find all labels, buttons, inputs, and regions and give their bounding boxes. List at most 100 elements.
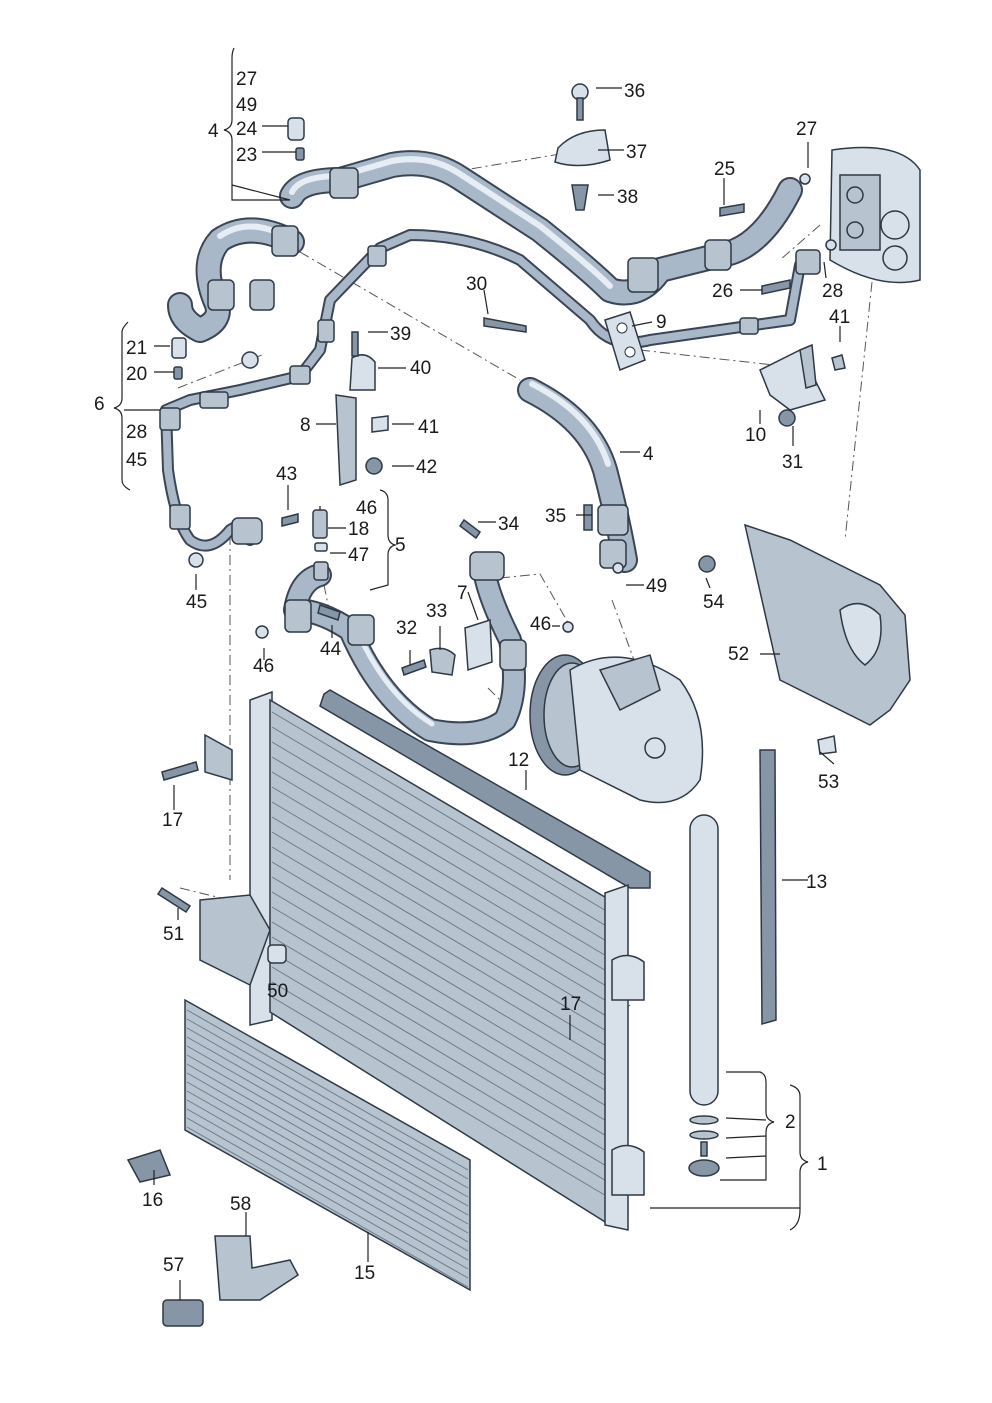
evaporator-flange [799,146,921,284]
part-label-l13: 13 [806,872,827,893]
part-label-l12: 12 [508,750,529,771]
part-label-l46b: 46 [530,614,551,635]
small-brackets [126,1149,299,1327]
part-label-l4a: 4 [208,121,219,142]
condenser-fin [271,996,609,1198]
hose-assembly-5 [283,551,527,746]
part-label-l54: 54 [703,592,725,613]
air-guide-fin [186,1099,469,1261]
suction-hose-4 [167,150,803,343]
condenser-fin [271,966,609,1168]
air-guide-fin [186,1027,469,1189]
part-label-l45a: 45 [126,450,147,471]
part-label-l27a: 27 [236,69,257,90]
condenser-fin [271,816,609,1018]
condenser-fin [271,936,609,1138]
condenser-fin [271,771,609,973]
seal-strips [319,689,777,1025]
condenser-fin [271,861,609,1063]
condenser-fin [271,906,609,1108]
air-guide-fin [186,1081,469,1243]
part-label-l31: 31 [782,452,803,473]
part-label-l32: 32 [396,618,417,639]
part-label-l21: 21 [126,338,147,359]
condenser-fin [271,801,609,1003]
part-label-l18: 18 [348,519,369,540]
part-label-l49a: 49 [236,95,257,116]
part-label-l30: 30 [466,274,487,295]
part-label-l46a: 46 [356,498,377,519]
part-label-l50: 50 [267,981,288,1002]
part-label-l44: 44 [320,639,342,660]
part-label-l57: 57 [163,1255,184,1276]
condenser-fin [271,741,609,943]
part-label-l46c: 46 [253,656,274,677]
air-guide-15 [184,998,471,1292]
part-label-l5: 5 [395,535,406,556]
air-guide-fin [186,1117,469,1279]
part-label-l17b: 17 [560,994,581,1015]
part-label-l34: 34 [498,514,520,535]
part-label-l1: 1 [817,1154,828,1175]
part-label-l41b: 41 [418,417,439,438]
part-label-l9: 9 [656,312,667,333]
air-guide-fin [186,1108,469,1270]
condenser [199,690,645,1231]
part-label-l41a: 41 [829,307,850,328]
part-label-l39: 39 [390,324,411,345]
condenser-fin [271,876,609,1078]
part-label-l2: 2 [785,1112,796,1133]
flange-9 [604,311,646,372]
condenser-fin [271,786,609,988]
part-label-l49b: 49 [646,576,667,597]
bracket-7 [255,618,574,676]
part-label-l27b: 27 [796,119,817,140]
part-label-l33: 33 [426,601,447,622]
bracket-8 [335,331,389,487]
condenser-fin [271,756,609,958]
condenser-fin [271,981,609,1183]
air-guide-fin [186,1036,469,1198]
condenser-fin [271,846,609,1048]
part-label-l47: 47 [348,545,369,566]
part-label-l51: 51 [163,924,184,945]
part-label-l37: 37 [626,142,647,163]
part-label-l8: 8 [300,415,311,436]
air-guide-fin [186,1126,469,1288]
leader-lines [113,47,841,1300]
air-guide-fin [186,1072,469,1234]
part-label-l20: 20 [126,364,147,385]
clip-37 [554,83,611,211]
part-label-l52: 52 [728,644,749,665]
part-label-l35: 35 [545,506,566,527]
part-label-l38: 38 [617,187,638,208]
part-label-l53: 53 [818,772,839,793]
condenser-fin [271,726,609,928]
air-guide-fin [186,1063,469,1225]
part-label-l10: 10 [745,425,766,446]
condenser-fin [271,951,609,1153]
part-label-l43: 43 [276,464,297,485]
condenser-fin [271,891,609,1093]
part-label-l24: 24 [236,119,258,140]
part-label-l26: 26 [712,281,733,302]
bracket-10 [759,343,846,427]
part-label-l40: 40 [410,358,431,379]
switch-18 [312,509,328,552]
part-label-l36: 36 [624,81,645,102]
suction-hose-lower [517,377,638,573]
part-label-l7: 7 [457,583,468,604]
part-label-l28a: 28 [822,281,843,302]
air-guide-fin [186,1045,469,1207]
heat-shield-52 [698,523,911,755]
part-label-l6: 6 [94,394,105,415]
part-label-l4b: 4 [643,444,654,465]
cap-24-valve-23 [171,117,305,380]
part-label-l28b: 28 [126,422,147,443]
air-guide-fin [186,1009,469,1171]
drier-cartridge [688,814,720,1177]
part-label-l42: 42 [416,457,437,478]
